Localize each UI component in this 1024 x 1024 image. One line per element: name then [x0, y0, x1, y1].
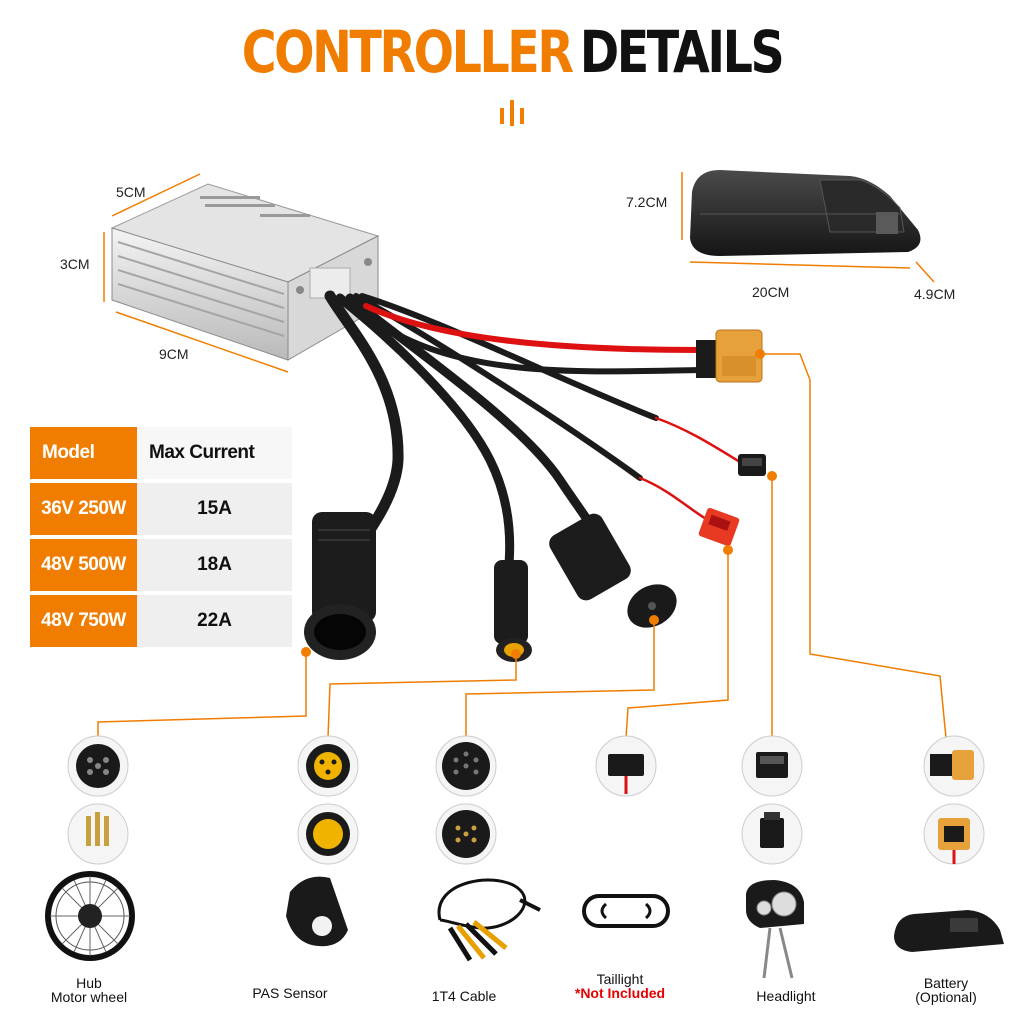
connector-icons-row2	[67, 803, 985, 865]
spec-table-row: 48V 500W 18A	[30, 539, 292, 591]
controller-height-label: 3CM	[60, 256, 90, 272]
cable-label: 1T4 Cable	[431, 988, 497, 1004]
battery-dimension-lines	[681, 172, 935, 283]
motor-pin-icon	[67, 803, 129, 865]
taillight-label-line1: Taillight	[596, 971, 644, 987]
controller-dimension-lines	[103, 173, 289, 373]
taillight-label: Taillight *Not Included	[560, 972, 680, 1000]
taillight-not-included-note: *Not Included	[574, 985, 666, 1001]
title-divider-icon	[500, 100, 524, 126]
hub-motor-label-line1: Hub	[76, 975, 102, 991]
pas-sensor-icon	[286, 876, 348, 947]
headlight-icon	[746, 880, 804, 979]
spec-header-model: Model	[30, 427, 137, 479]
spec-model-cell: 48V 750W	[30, 595, 137, 647]
connector-icons-row1	[67, 735, 985, 797]
controller-box	[110, 183, 380, 361]
battery-depth-label: 4.9CM	[914, 286, 956, 302]
battery-label-line2: (Optional)	[915, 989, 977, 1005]
motor-socket-icon	[67, 735, 129, 797]
spec-table-header: Model Max Current	[30, 427, 292, 479]
title-part-controller: CONTROLLER	[241, 18, 574, 86]
taillight-icon	[582, 894, 670, 928]
spec-current-cell: 22A	[137, 595, 292, 647]
spec-model-cell: 36V 250W	[30, 483, 137, 535]
spec-table-row: 48V 750W 22A	[30, 595, 292, 647]
controller-length-label: 9CM	[159, 346, 189, 362]
battery-label-line1: Battery	[923, 975, 969, 991]
callout-lines	[97, 353, 947, 739]
battery-pack	[690, 170, 921, 256]
battery-socket-icon	[923, 735, 985, 797]
headlight-plug	[738, 454, 766, 476]
one-t-four-plug-icon	[435, 803, 497, 865]
spec-header-max-current: Max Current	[137, 427, 292, 479]
title-part-details: DETAILS	[579, 18, 785, 86]
one-t-four-connector	[549, 513, 677, 628]
battery-height-label: 7.2CM	[626, 194, 668, 210]
xt60-connector	[696, 329, 763, 383]
spec-model-cell: 48V 500W	[30, 539, 137, 591]
pas-sensor-label: PAS Sensor	[252, 985, 328, 1001]
pas-plug-icon	[297, 803, 359, 865]
spec-current-cell: 18A	[137, 539, 292, 591]
battery-plug-icon	[923, 803, 985, 865]
hub-motor-connector	[304, 512, 376, 660]
battery-product-icon	[894, 910, 1004, 952]
controller-cables	[324, 290, 742, 579]
hub-motor-label: Hub Motor wheel	[38, 976, 140, 1004]
pas-socket-icon	[297, 735, 359, 797]
headlight-plug-icon	[741, 803, 803, 865]
battery-length-label: 20CM	[752, 284, 790, 300]
spec-current-cell: 15A	[137, 483, 292, 535]
callout-dots	[301, 349, 777, 659]
pas-connector	[494, 560, 532, 662]
controller-width-label: 5CM	[116, 184, 146, 200]
spec-table-row: 36V 250W 15A	[30, 483, 292, 535]
headlight-socket-icon	[741, 735, 803, 797]
hub-motor-wheel-icon	[45, 871, 135, 961]
taillight-socket-icon	[595, 735, 657, 797]
taillight-plug	[698, 507, 740, 547]
headlight-label: Headlight	[756, 988, 816, 1004]
one-t-four-cable-icon	[437, 878, 541, 962]
battery-label: Battery (Optional)	[900, 976, 992, 1004]
hub-motor-label-line2: Motor wheel	[50, 989, 128, 1005]
one-t-four-socket-icon	[435, 735, 497, 797]
spec-table: Model Max Current 36V 250W 15A 48V 500W …	[30, 427, 292, 651]
